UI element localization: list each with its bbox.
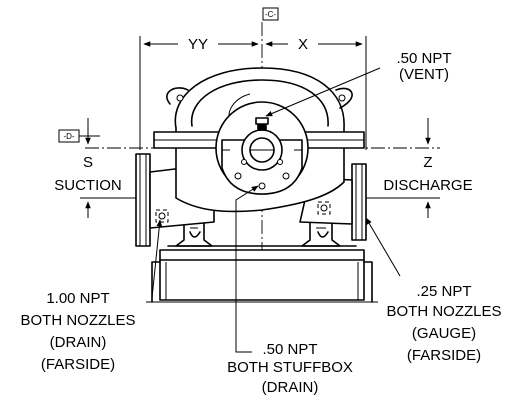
baseplate xyxy=(146,249,378,303)
discharge-flange xyxy=(351,163,367,241)
casing-lug-right xyxy=(335,87,353,109)
vent-tap xyxy=(257,123,267,131)
leader-lines xyxy=(151,67,401,353)
svg-text:(DRAIN): (DRAIN) xyxy=(262,379,319,396)
svg-text:BOTH STUFFBOX: BOTH STUFFBOX xyxy=(227,359,353,376)
svg-text:.25 NPT: .25 NPT xyxy=(416,283,471,300)
svg-text:Z: Z xyxy=(423,154,432,171)
bearing-housing xyxy=(215,101,309,195)
vent-callout: .50 NPT (VENT) xyxy=(396,50,451,83)
drain-leader xyxy=(151,219,163,299)
svg-text:-D-: -D- xyxy=(63,132,74,141)
svg-text:S: S xyxy=(83,154,93,171)
suction-flange xyxy=(135,153,151,247)
svg-text:BOTH NOZZLES: BOTH NOZZLES xyxy=(20,312,135,329)
gauge-leader xyxy=(365,217,401,277)
pump-feet xyxy=(167,221,357,247)
svg-text:-C-: -C- xyxy=(265,10,276,19)
datum-tag-d: -D- xyxy=(58,129,100,143)
drain-nozzles-callout: 1.00 NPT BOTH NOZZLES (DRAIN) (FARSIDE) xyxy=(20,290,135,373)
svg-text:(VENT): (VENT) xyxy=(399,66,449,83)
svg-text:BOTH NOZZLES: BOTH NOZZLES xyxy=(386,303,501,320)
discharge-callout: Z DISCHARGE xyxy=(383,154,472,194)
datum-tag-c: -C- xyxy=(262,7,279,21)
svg-text:.50 NPT: .50 NPT xyxy=(262,341,317,358)
casing-lug-left xyxy=(166,87,189,105)
svg-text:.50 NPT: .50 NPT xyxy=(396,50,451,67)
stuffbox-leader xyxy=(235,185,259,353)
stuffbox-callout: .50 NPT BOTH STUFFBOX (DRAIN) xyxy=(227,341,353,396)
svg-text:(GAUGE): (GAUGE) xyxy=(412,325,476,342)
gauge-nozzles-callout: .25 NPT BOTH NOZZLES (GAUGE) (FARSIDE) xyxy=(386,283,501,364)
dimension-label-x: X xyxy=(298,36,308,53)
svg-text:(FARSIDE): (FARSIDE) xyxy=(407,347,481,364)
top-dimensions: YY X xyxy=(139,36,367,150)
svg-text:1.00 NPT: 1.00 NPT xyxy=(46,290,109,307)
svg-text:(FARSIDE): (FARSIDE) xyxy=(41,356,115,373)
svg-text:DISCHARGE: DISCHARGE xyxy=(383,177,472,194)
vent-leader xyxy=(265,67,381,117)
suction-callout: S SUCTION xyxy=(54,154,122,194)
gauge-tap-right xyxy=(317,201,331,215)
dimension-label-yy: YY xyxy=(188,36,208,53)
svg-text:(DRAIN): (DRAIN) xyxy=(50,334,107,351)
svg-text:SUCTION: SUCTION xyxy=(54,177,122,194)
vertical-dimension-marks xyxy=(80,118,440,218)
